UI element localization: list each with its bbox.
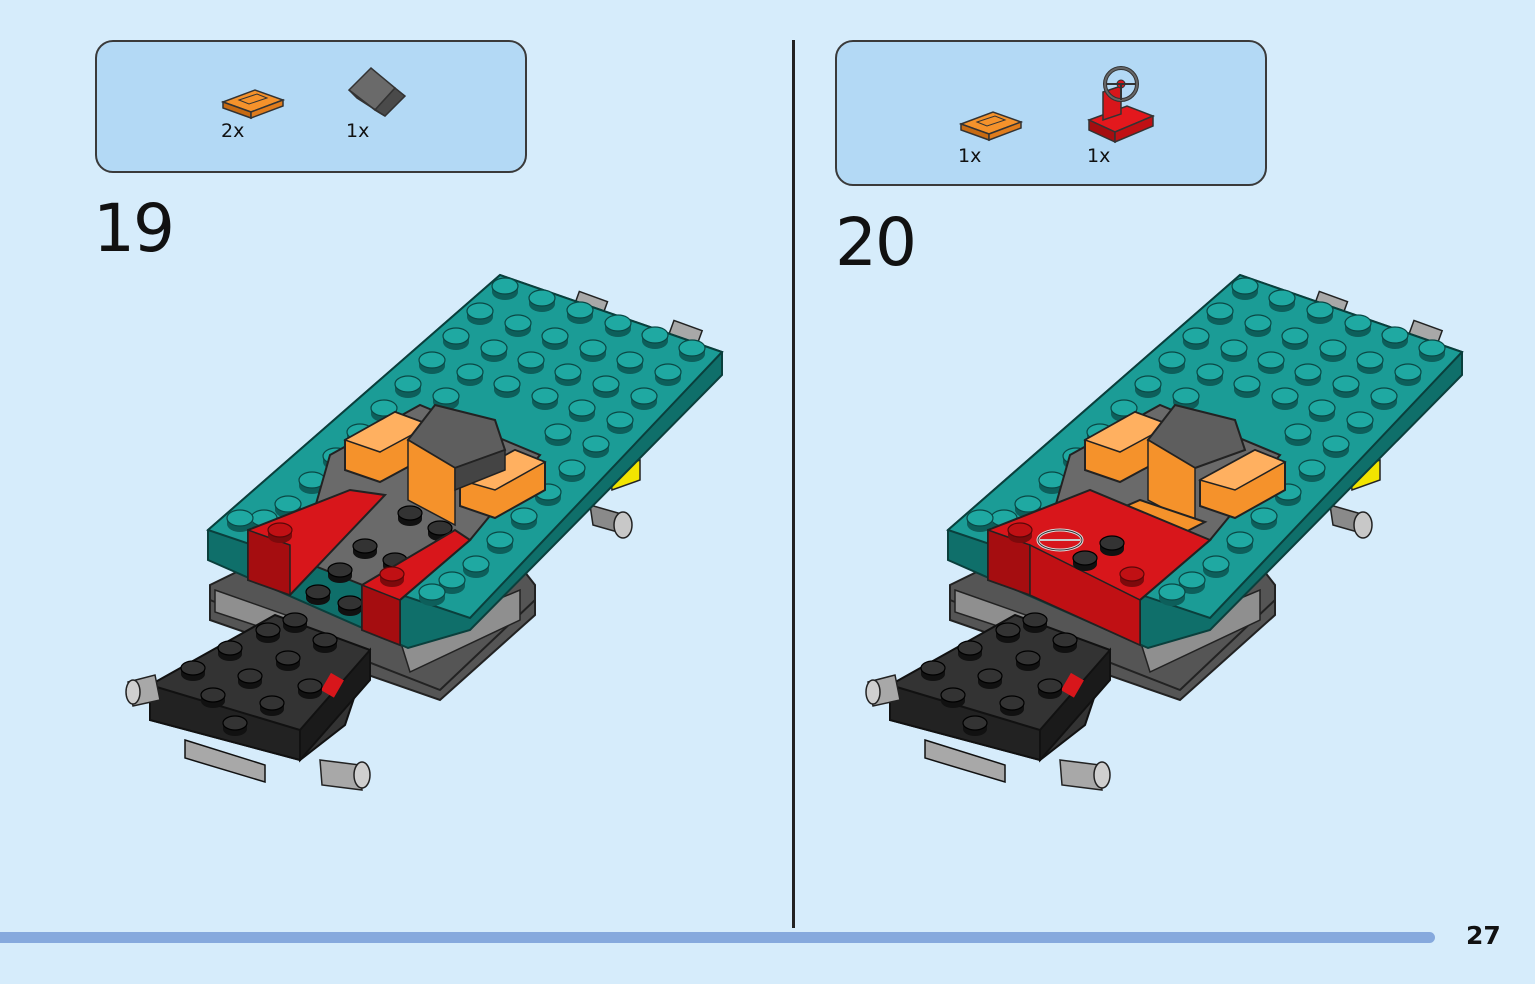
orange-tile-icon (220, 89, 286, 120)
orange-tile-icon (958, 111, 1024, 142)
step-20-build-illustration (740, 0, 1530, 920)
step-19-build-illustration (0, 0, 790, 920)
page-footer-bar (0, 932, 1435, 943)
parts-list-step-20: 1x 1x (835, 40, 1267, 186)
step-divider (792, 40, 795, 928)
steering-wheel-icon (1087, 66, 1155, 144)
page-number: 27 (1466, 921, 1501, 950)
parts-list-step-19: 2x 1x (95, 40, 527, 173)
step-number: 20 (835, 204, 917, 281)
step-number: 19 (93, 190, 175, 267)
part-quantity: 1x (1087, 145, 1111, 167)
part-quantity: 2x (221, 120, 245, 142)
gray-slope-icon (347, 66, 407, 117)
part-quantity: 1x (346, 120, 370, 142)
part-quantity: 1x (958, 145, 982, 167)
